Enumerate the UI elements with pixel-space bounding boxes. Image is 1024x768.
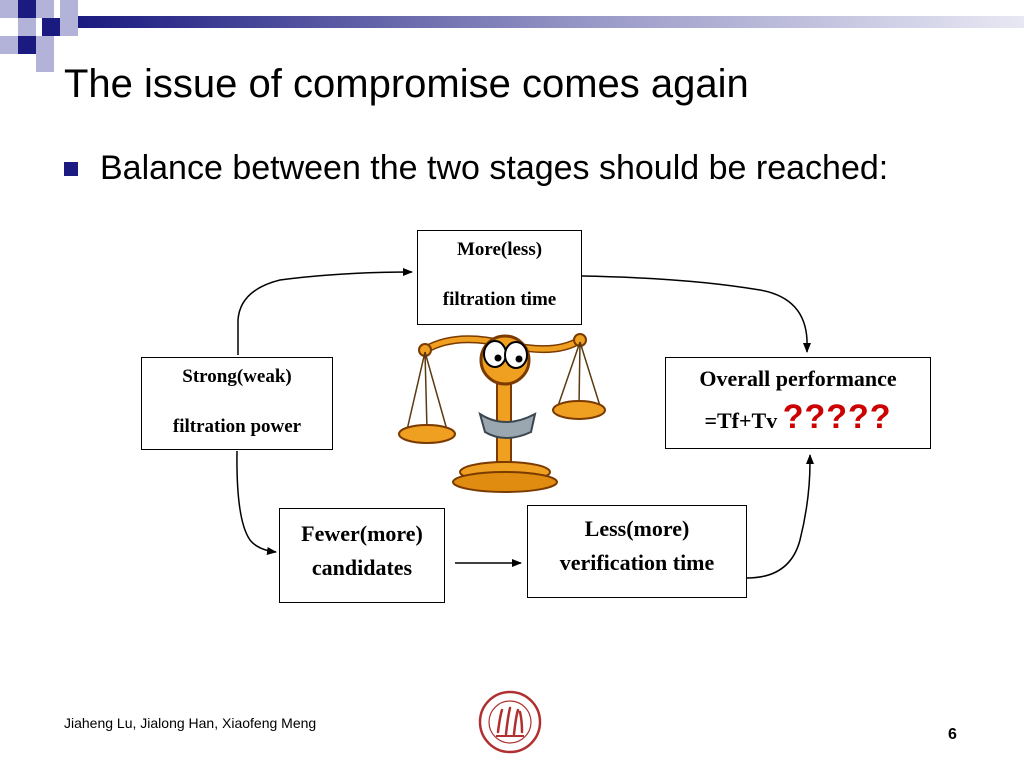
decor-square: [18, 36, 36, 54]
formula-text: =Tf+Tv: [704, 408, 778, 433]
balance-scale-icon: [398, 333, 606, 493]
bullet-square-icon: [64, 162, 78, 176]
box-line: filtration power: [172, 416, 302, 437]
question-marks: ?????: [782, 398, 892, 436]
box-line: candidates: [311, 555, 413, 580]
decor-square: [42, 18, 60, 36]
box-line: Less(more): [584, 516, 690, 541]
box-candidates: Fewer(more) candidates: [279, 508, 445, 603]
box-overall-performance: Overall performance =Tf+Tv ?????: [665, 357, 931, 449]
decor-square: [18, 18, 36, 36]
bullet-text: Balance between the two stages should be…: [100, 149, 889, 187]
arrow-left-to-bottomleft: [236, 450, 277, 555]
box-line: Fewer(more): [301, 521, 423, 546]
arrow-left-to-top: [237, 268, 413, 355]
decor-square: [0, 36, 18, 54]
decor-square: [18, 0, 36, 18]
arrow-bottomright-to-right: [746, 454, 814, 579]
top-decor-bar: [78, 16, 1024, 28]
decor-square: [60, 18, 78, 36]
decor-square: [36, 0, 54, 18]
box-line: filtration time: [442, 289, 557, 310]
box-line: More(less): [456, 239, 543, 260]
box-line: Strong(weak): [182, 366, 292, 387]
box-line: Overall performance: [699, 366, 897, 391]
page-number: 6: [948, 726, 957, 743]
decor-square: [60, 0, 78, 18]
box-line: verification time: [559, 550, 715, 575]
box-filtration-power: Strong(weak) filtration power: [141, 357, 333, 450]
decor-square: [36, 54, 54, 72]
box-verification-time: Less(more) verification time: [527, 505, 747, 598]
footer-authors: Jiaheng Lu, Jialong Han, Xiaofeng Meng: [64, 715, 317, 731]
arrow-top-to-right: [581, 275, 811, 353]
university-seal-icon: [478, 690, 542, 754]
box-filtration-time: More(less) filtration time: [417, 230, 582, 325]
box-line-formula: =Tf+Tv ?????: [666, 398, 930, 437]
decor-square: [36, 36, 54, 54]
slide-title: The issue of compromise comes again: [64, 62, 749, 106]
decor-square: [0, 0, 18, 18]
